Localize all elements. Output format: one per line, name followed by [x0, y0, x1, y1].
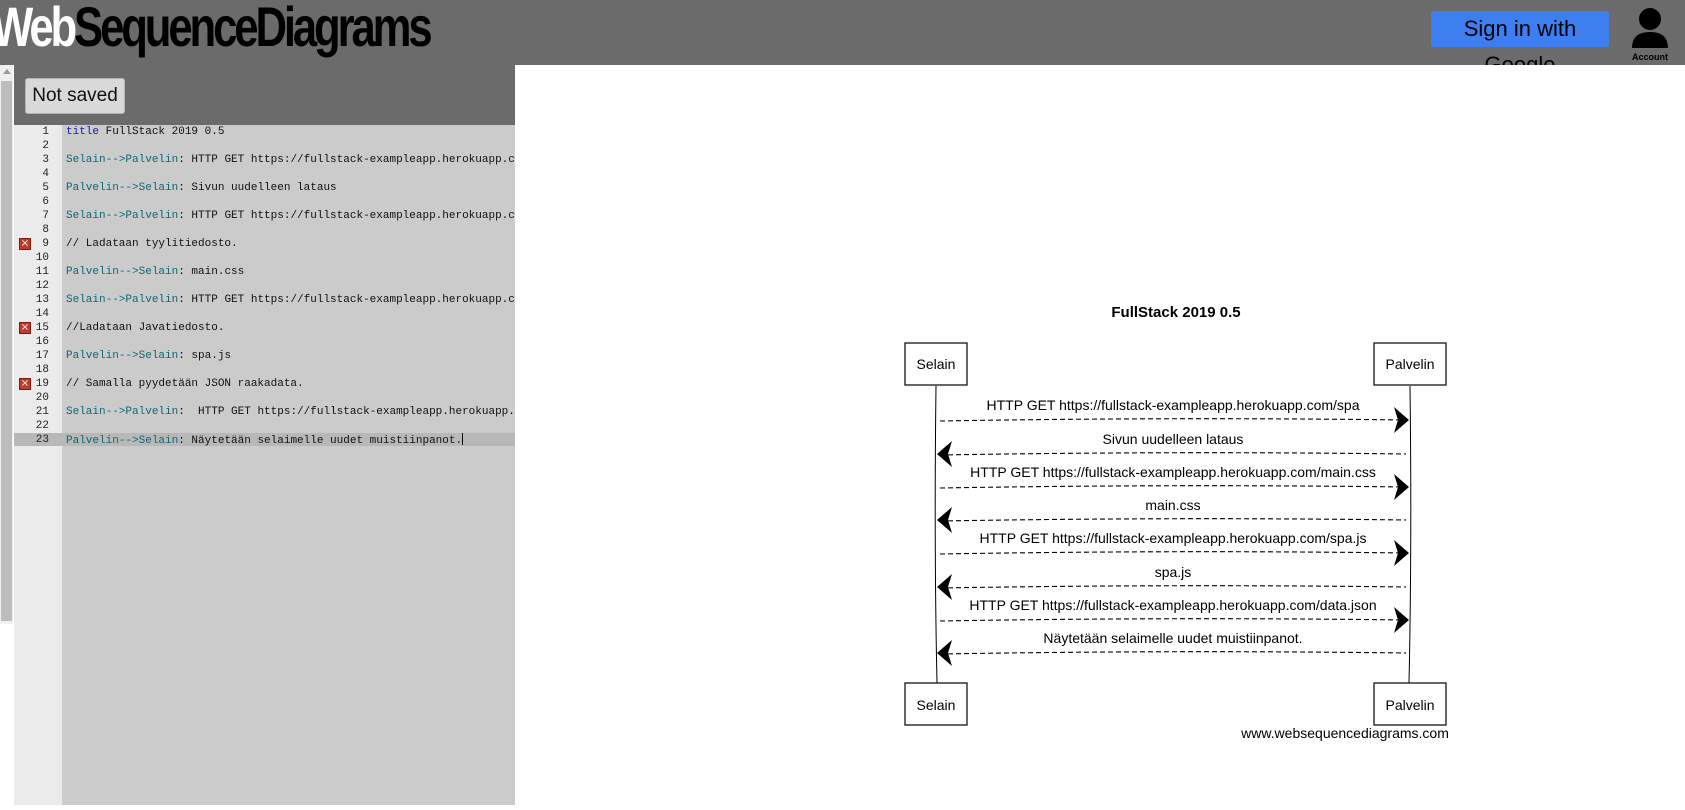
editor-toolbar: Not saved [14, 65, 515, 125]
line-number: 12 [35, 280, 49, 292]
message-label: main.css [1145, 497, 1200, 513]
line-number: 14 [35, 308, 49, 320]
line-number: 7 [42, 210, 49, 222]
line-number: 15 [35, 322, 49, 334]
code-line[interactable]: Selain-->Palvelin: HTTP GET https://full… [66, 210, 515, 222]
line-number: 3 [42, 154, 49, 166]
editor-scrollbar[interactable] [0, 65, 13, 624]
line-number: 18 [35, 364, 49, 376]
participant-box-selain-bottom: Selain [904, 682, 968, 726]
participant-box-selain-top: Selain [904, 342, 968, 386]
code-line[interactable]: title FullStack 2019 0.5 [66, 126, 225, 138]
line-number: 16 [35, 336, 49, 348]
code-line[interactable]: Palvelin-->Selain: Sivun uudelleen latau… [66, 182, 337, 194]
participant-label: Palvelin [1385, 697, 1434, 713]
header-bar: WebSequenceDiagrams Sign in with Google … [0, 0, 1685, 77]
message-label: spa.js [1155, 564, 1192, 580]
error-marker-icon[interactable]: × [19, 378, 31, 390]
code-line[interactable]: Palvelin-->Selain: spa.js [66, 350, 232, 362]
line-number: 6 [42, 196, 49, 208]
save-status-button[interactable]: Not saved [25, 78, 125, 114]
diagram-title: FullStack 2019 0.5 [1111, 304, 1240, 321]
scroll-up-icon[interactable] [3, 69, 11, 74]
app-logo[interactable]: WebSequenceDiagrams [0, 0, 433, 59]
line-number: 10 [35, 252, 49, 264]
line-number: 23 [35, 434, 49, 446]
message-label: HTTP GET https://fullstack-exampleapp.he… [987, 397, 1360, 413]
message-label: HTTP GET https://fullstack-exampleapp.he… [980, 530, 1367, 546]
line-number: 20 [35, 392, 49, 404]
participant-label: Palvelin [1385, 356, 1434, 372]
message-arrow: spa.js [937, 564, 1407, 600]
line-number: 9 [42, 238, 49, 250]
line-number: 5 [42, 182, 49, 194]
message-label: Näytetään selaimelle uudet muistiinpanot… [1043, 630, 1302, 646]
message-arrow: main.css [937, 497, 1407, 533]
line-number: 1 [42, 126, 49, 138]
line-number: 2 [42, 140, 49, 152]
line-number: 13 [35, 294, 49, 306]
account-button[interactable]: Account [1624, 4, 1676, 62]
scrollbar-thumb[interactable] [1, 81, 12, 621]
message-arrow: HTTP GET https://fullstack-exampleapp.he… [939, 530, 1409, 566]
user-icon [1632, 8, 1668, 48]
messages-group: HTTP GET https://fullstack-exampleapp.he… [937, 397, 1409, 666]
code-editor[interactable] [62, 125, 515, 805]
error-marker-icon[interactable]: × [19, 322, 31, 334]
sequence-diagram: FullStack 2019 0.5 Selain Palvelin Selai… [904, 304, 1449, 741]
code-line[interactable]: // Ladataan tyylitiedosto. [66, 238, 238, 250]
account-label: Account [1632, 52, 1668, 62]
message-arrow: HTTP GET https://fullstack-exampleapp.he… [939, 597, 1409, 633]
code-line[interactable]: Selain-->Palvelin: HTTP GET https://full… [66, 406, 515, 418]
line-number: 19 [35, 378, 49, 390]
line-number: 21 [35, 406, 49, 418]
line-number: 22 [35, 420, 49, 432]
line-number: 17 [35, 350, 49, 362]
diagram-footer: www.websequencediagrams.com [1240, 725, 1449, 741]
logo-part-sequence-diagrams: SequenceDiagrams [74, 0, 433, 58]
line-number: 4 [42, 168, 49, 180]
message-arrow: HTTP GET https://fullstack-exampleapp.he… [939, 397, 1409, 433]
sign-in-google-button[interactable]: Sign in with Google [1431, 11, 1609, 77]
logo-part-web: Web [0, 0, 77, 58]
message-arrow: HTTP GET https://fullstack-exampleapp.he… [939, 464, 1409, 500]
message-label: HTTP GET https://fullstack-exampleapp.he… [970, 464, 1376, 480]
message-label: HTTP GET https://fullstack-exampleapp.he… [969, 597, 1376, 613]
participant-box-palvelin-top: Palvelin [1373, 342, 1447, 386]
diagram-panel: FullStack 2019 0.5 Selain Palvelin Selai… [515, 65, 1685, 805]
error-marker-icon[interactable]: × [19, 238, 31, 250]
code-line[interactable]: Selain-->Palvelin: HTTP GET https://full… [66, 294, 515, 306]
participant-label: Selain [917, 356, 956, 372]
line-number: 8 [42, 224, 49, 236]
message-arrow: Näytetään selaimelle uudet muistiinpanot… [937, 630, 1407, 666]
code-line[interactable]: // Samalla pyydetään JSON raakadata. [66, 378, 304, 390]
code-line[interactable]: Palvelin-->Selain: Näytetään selaimelle … [66, 433, 464, 447]
participant-label: Selain [917, 697, 956, 713]
text-cursor [462, 433, 464, 445]
code-line[interactable]: //Ladataan Javatiedosto. [66, 322, 225, 334]
participant-box-palvelin-bottom: Palvelin [1373, 682, 1447, 726]
code-line[interactable]: Selain-->Palvelin: HTTP GET https://full… [66, 154, 515, 166]
message-arrow: Sivun uudelleen lataus [937, 431, 1407, 467]
message-label: Sivun uudelleen lataus [1103, 431, 1244, 447]
active-line-highlight [14, 433, 515, 446]
code-line[interactable]: Palvelin-->Selain: main.css [66, 266, 245, 278]
lifeline-palvelin [1408, 385, 1412, 684]
line-number: 11 [35, 266, 49, 278]
lifeline-selain [934, 385, 938, 684]
